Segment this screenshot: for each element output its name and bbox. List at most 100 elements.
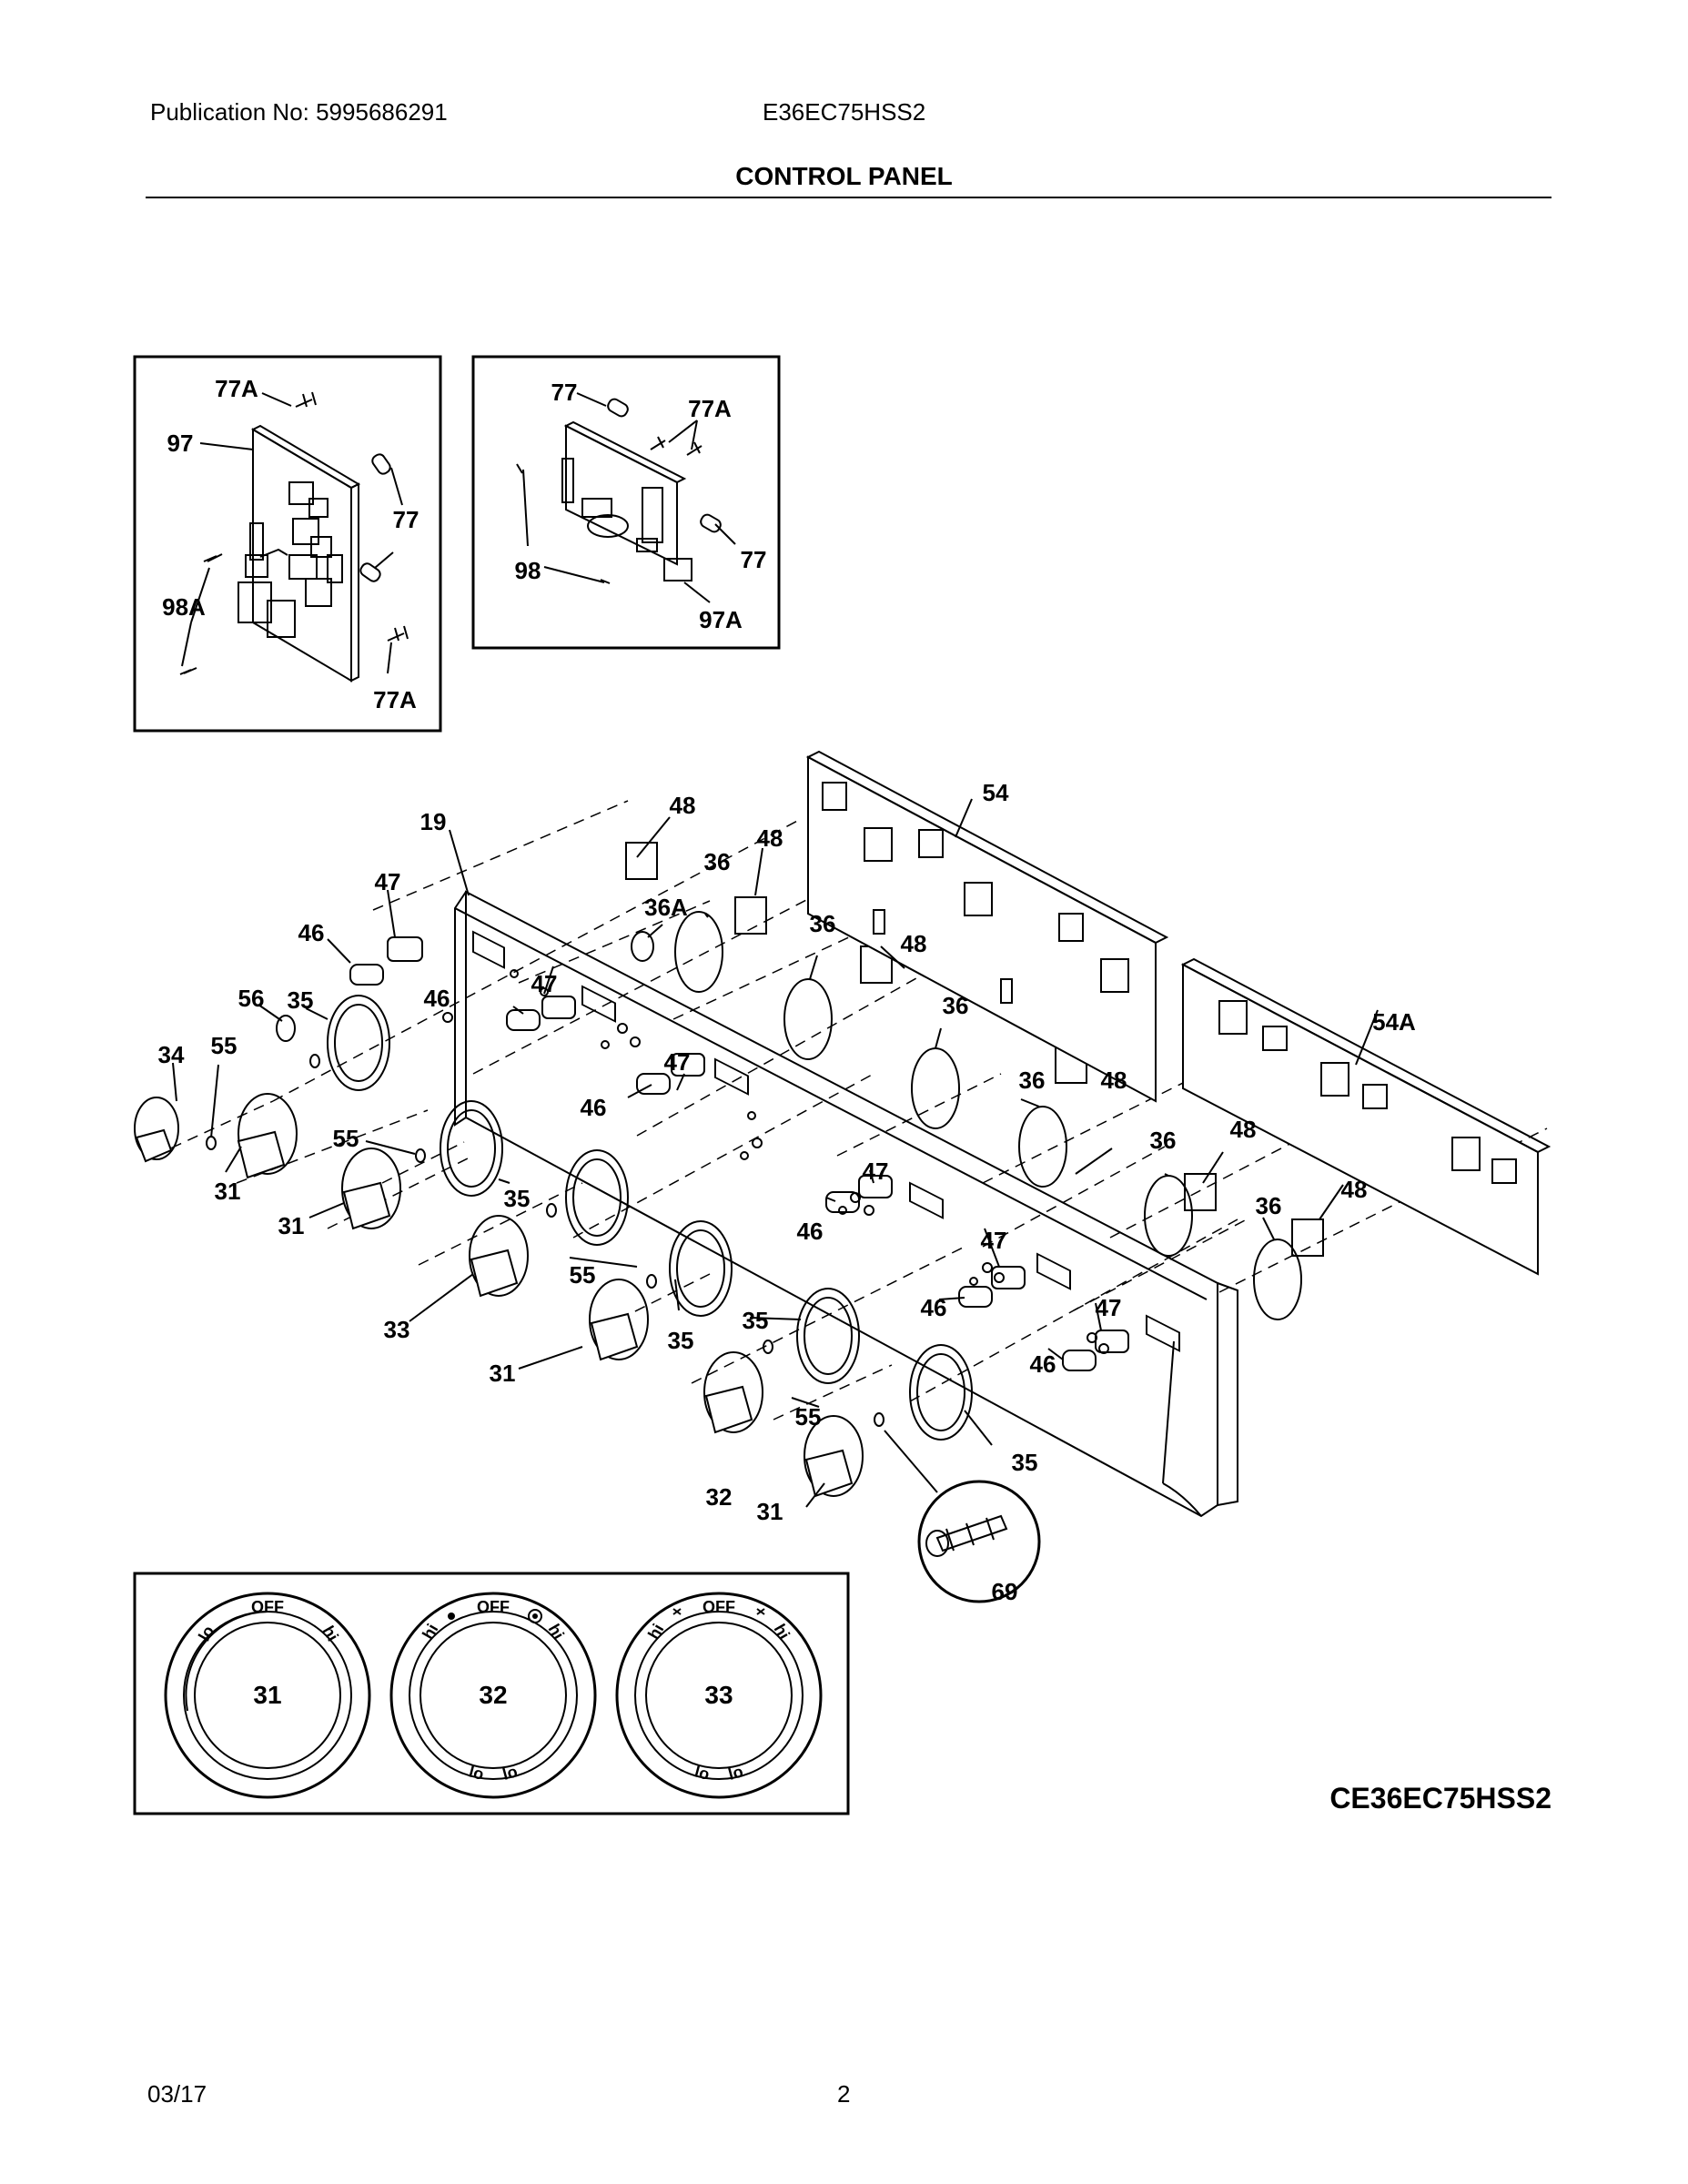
inset-left-control-board — [133, 355, 442, 733]
callout-48: 48 — [757, 824, 783, 852]
callout-97: 97 — [167, 430, 194, 457]
knob-34 — [134, 1097, 179, 1163]
callout-55: 55 — [795, 1403, 822, 1431]
callout-31: 31 — [757, 1498, 783, 1525]
callout-54: 54 — [983, 779, 1009, 806]
inset-right-control-board — [471, 355, 781, 650]
callout-48: 48 — [901, 930, 927, 957]
callout-97A: 97A — [699, 606, 743, 633]
callout-54A: 54A — [1372, 1008, 1416, 1036]
callout-31: 31 — [215, 1178, 241, 1205]
dial-indicator-icon — [756, 1608, 765, 1615]
callout-98: 98 — [515, 557, 541, 584]
callout-36: 36 — [1256, 1192, 1282, 1219]
callout-33: 33 — [384, 1316, 410, 1343]
callout-31: 31 — [490, 1360, 516, 1387]
callout-46: 46 — [1030, 1350, 1056, 1378]
dial-hi-label: hi — [319, 1623, 342, 1644]
control-panel-assembly — [134, 750, 1552, 1603]
model-number: E36EC75HSS2 — [763, 98, 926, 126]
callout-98A: 98A — [162, 593, 206, 621]
callout-77: 77 — [551, 379, 578, 406]
pushbuttons-46-47 — [349, 936, 1129, 1371]
callout-77: 77 — [393, 506, 419, 533]
callout-69: 69 — [992, 1578, 1018, 1605]
knob-31-a — [237, 1093, 298, 1179]
callout-77: 77 — [741, 546, 767, 573]
dial-dot-icon — [448, 1613, 455, 1620]
callout-36: 36 — [1019, 1067, 1046, 1094]
knob-31-c — [589, 1279, 649, 1361]
dial-ring-dot-icon — [528, 1609, 542, 1623]
diagram-code: CE36EC75HSS2 — [1329, 1782, 1552, 1815]
screw-69-detail — [884, 1430, 1041, 1603]
callout-35: 35 — [743, 1307, 769, 1334]
callout-77A: 77A — [688, 395, 732, 422]
callout-32: 32 — [706, 1483, 733, 1511]
dial-off-label: OFF — [477, 1598, 510, 1616]
page-number: 2 — [837, 2080, 851, 2108]
dial-lo-label: lo — [467, 1762, 486, 1783]
callout-46: 46 — [797, 1218, 824, 1245]
callout-48: 48 — [1230, 1116, 1257, 1143]
knob-33 — [469, 1215, 529, 1298]
callout-56: 56 — [238, 985, 265, 1012]
callout-35: 35 — [668, 1327, 694, 1354]
callout-47: 47 — [863, 1158, 889, 1185]
switches-48 — [625, 842, 1324, 1257]
callout-55: 55 — [333, 1125, 359, 1152]
dial-33: 33 OFF hi hi lo lo — [615, 1592, 823, 1799]
callout-47: 47 — [375, 868, 401, 895]
callout-77A: 77A — [373, 686, 417, 713]
dial-31: 31 OFF lo hi — [164, 1592, 371, 1799]
dial-off-label: OFF — [251, 1598, 284, 1616]
callout-35: 35 — [1012, 1449, 1038, 1476]
callout-35: 35 — [504, 1185, 531, 1212]
dial-number-33: 33 — [704, 1681, 733, 1709]
callout-46: 46 — [298, 919, 325, 946]
callout-34: 34 — [158, 1041, 185, 1068]
callout-36: 36 — [943, 992, 969, 1019]
dial-off-label: OFF — [702, 1598, 735, 1616]
dial-lo-label: lo — [195, 1623, 217, 1644]
callout-55: 55 — [570, 1261, 596, 1289]
footer-date: 03/17 — [147, 2080, 207, 2108]
callout-48: 48 — [1101, 1067, 1127, 1094]
callout-36: 36 — [704, 848, 731, 875]
dial-number-31: 31 — [253, 1681, 281, 1709]
switch-board-54A — [1180, 957, 1552, 1276]
callout-47: 47 — [1096, 1294, 1122, 1321]
dial-indicator-icon — [672, 1608, 682, 1615]
publication-number: Publication No: 5995686291 — [150, 98, 448, 126]
switch-board-54 — [805, 750, 1169, 1103]
callout-46: 46 — [424, 985, 450, 1012]
callout-47: 47 — [981, 1227, 1007, 1254]
callout-31: 31 — [278, 1212, 305, 1239]
knob-31-b — [341, 1148, 401, 1230]
callout-35: 35 — [288, 986, 314, 1014]
callout-77A: 77A — [215, 375, 258, 402]
dial-lo-label: lo — [500, 1762, 520, 1783]
page-title: CONTROL PANEL — [735, 162, 953, 190]
callout-36: 36 — [1150, 1127, 1177, 1154]
knob-31-d — [804, 1415, 864, 1498]
dial-lo-label: lo — [726, 1762, 745, 1783]
callout-46: 46 — [921, 1294, 947, 1321]
bezels-35 — [327, 995, 973, 1441]
dial-faces-inset: 31 OFF lo hi 32 OFF hi hi lo lo 33 OFF — [133, 1572, 850, 1815]
callout-47: 47 — [664, 1048, 691, 1076]
dial-32: 32 OFF hi hi lo lo — [389, 1592, 597, 1799]
callout-47: 47 — [531, 970, 558, 997]
dial-lo-label: lo — [692, 1762, 712, 1783]
header-rule — [146, 197, 1552, 198]
callout-46: 46 — [581, 1094, 607, 1121]
knob-32 — [703, 1351, 763, 1434]
callout-48: 48 — [1341, 1176, 1368, 1203]
callout-36: 36 — [810, 910, 836, 937]
callout-55: 55 — [211, 1032, 238, 1059]
callout-48: 48 — [670, 792, 696, 819]
callout-19: 19 — [420, 808, 447, 835]
callout-36A: 36A — [644, 894, 688, 921]
dial-number-32: 32 — [479, 1681, 507, 1709]
